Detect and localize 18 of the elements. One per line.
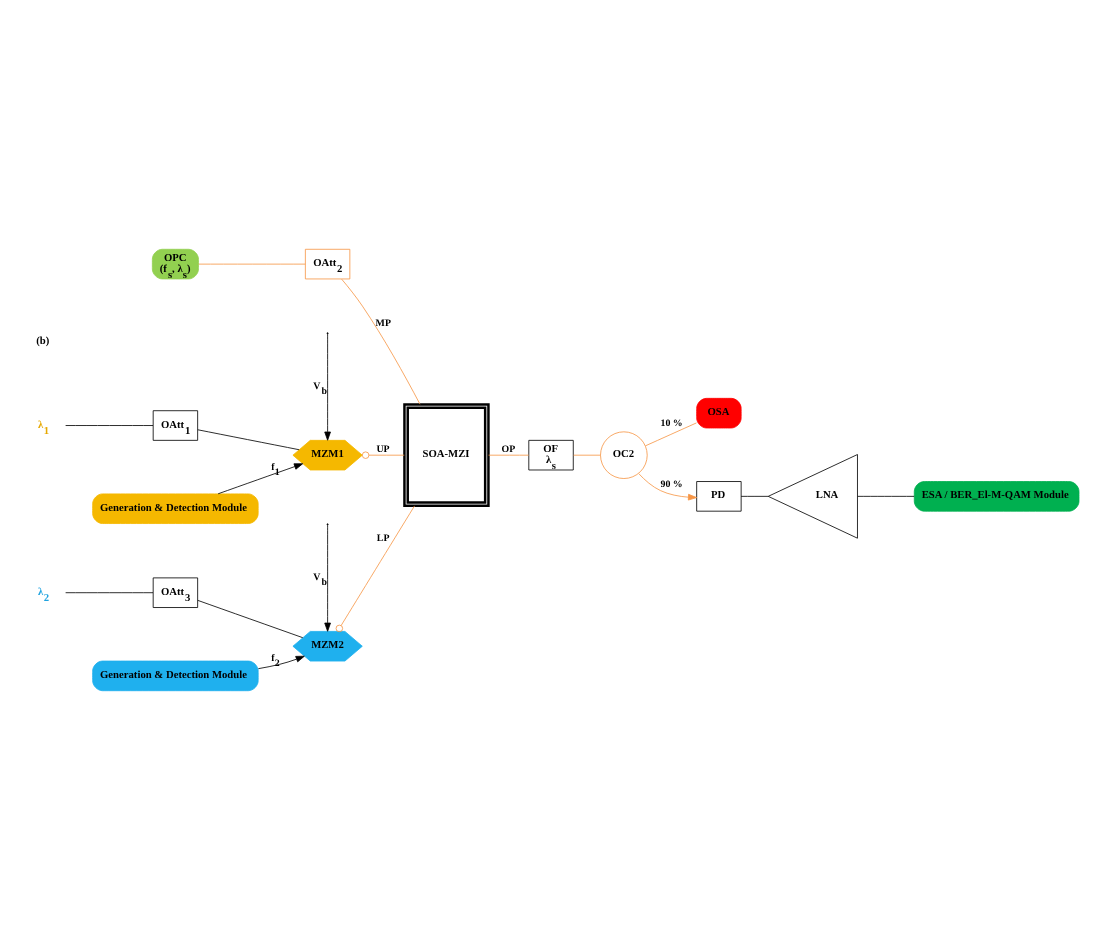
connector xyxy=(197,598,304,638)
connector xyxy=(335,504,415,632)
arrow xyxy=(217,462,304,494)
connector xyxy=(488,453,530,455)
connector xyxy=(341,277,421,404)
connector xyxy=(645,421,697,446)
connector xyxy=(198,262,306,264)
connector xyxy=(740,494,769,496)
arrow xyxy=(638,472,698,500)
connector xyxy=(65,424,154,425)
connector xyxy=(857,494,915,496)
arrow xyxy=(257,654,305,669)
connector xyxy=(65,591,154,593)
arrow xyxy=(324,523,331,631)
connector xyxy=(197,428,300,450)
connector xyxy=(361,450,405,458)
arrow xyxy=(324,332,331,440)
connector xyxy=(573,453,601,455)
